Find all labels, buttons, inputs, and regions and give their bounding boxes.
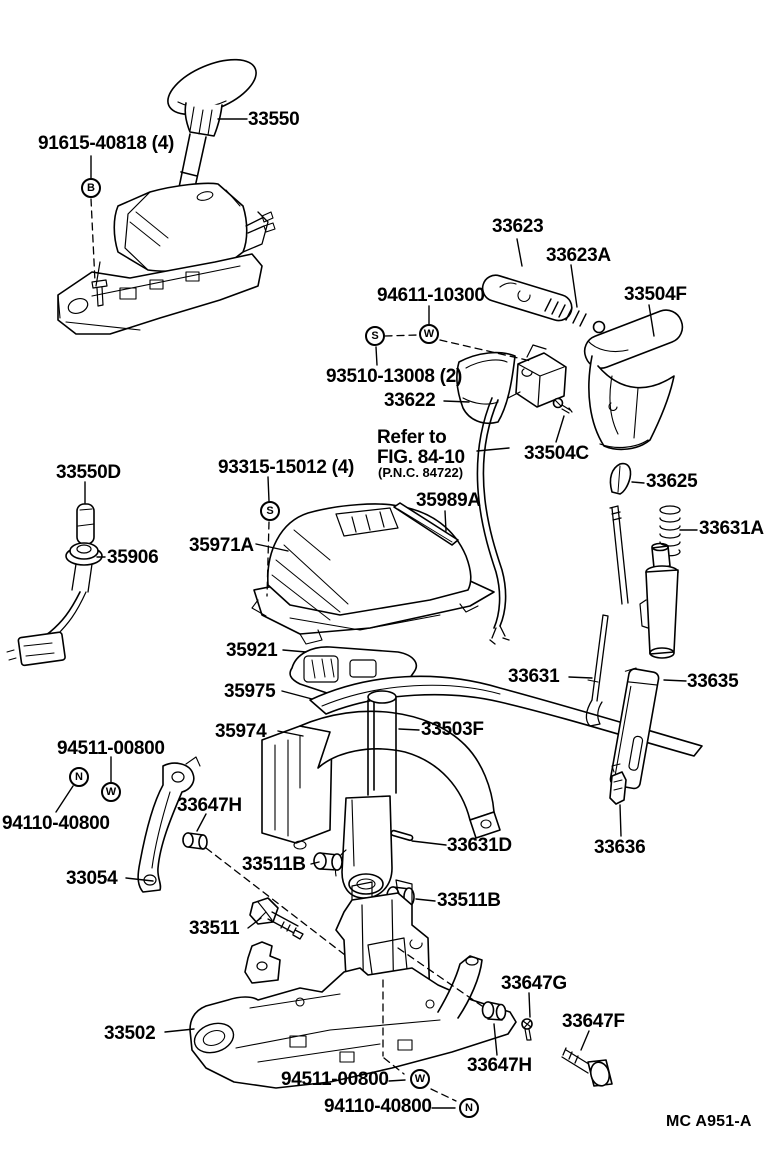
part-33647F-bolt-drawing [562, 1048, 612, 1088]
part-33647H-lower-bushing-drawing [483, 1002, 506, 1020]
part-33503F-tube-drawing [335, 691, 396, 898]
part-33511B-left-bushing-drawing [314, 853, 342, 870]
part-33622-drawing [457, 353, 515, 424]
part-33647H-upper-bushing-drawing [183, 833, 207, 849]
part-33502-base-drawing [190, 956, 516, 1088]
part-33550-shift-lever-assembly-drawing [58, 48, 275, 334]
part-33550D-drawing [77, 504, 94, 544]
part-35971A-cover-drawing [252, 504, 494, 644]
part-33054-arm-drawing [138, 757, 200, 892]
part-33623A-spring-drawing [545, 299, 605, 333]
part-interlock-cable-drawing [477, 398, 509, 644]
part-shift-lock-unit-drawing [508, 345, 566, 407]
part-33504F-drawing [580, 305, 687, 449]
part-33504C-screw-drawing [554, 399, 573, 414]
part-33636-clip-drawing [610, 764, 626, 804]
assembly-axis-dashed-lines [91, 199, 531, 1101]
part-35974-drawing [262, 711, 500, 849]
part-33625-cone-drawing [610, 464, 630, 494]
part-33511-bolt-drawing [250, 898, 303, 939]
part-33647G-screw-drawing [522, 1019, 532, 1040]
part-33631D-pin-drawing [391, 830, 414, 841]
part-33631A-spring-drawing [660, 506, 680, 556]
part-33623-drawing [479, 272, 575, 324]
part-35975-drawing [310, 676, 702, 756]
part-bracket-left-drawing [245, 942, 280, 983]
part-33635-cylinder-drawing [640, 544, 678, 659]
leader-lines [56, 119, 697, 1108]
part-35989A-strip-drawing [394, 503, 458, 545]
part-33631-rod-drawing [586, 506, 628, 726]
part-35906-knob-drawing [7, 543, 102, 666]
